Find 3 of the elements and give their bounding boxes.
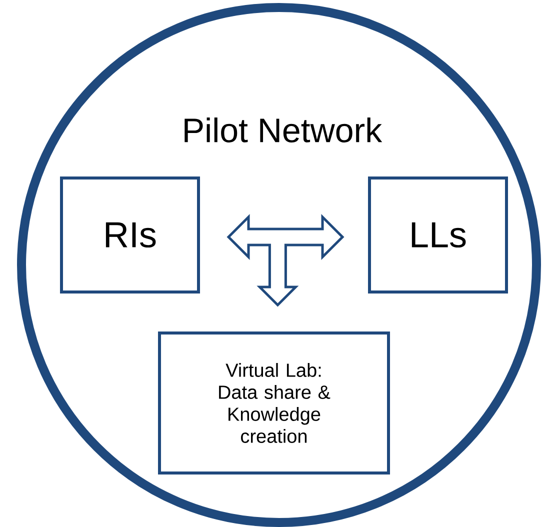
box: RIs: [60, 176, 200, 294]
box: Virtual Lab: Data share & Knowledge creation: [158, 332, 390, 474]
box: LLs: [368, 176, 508, 294]
